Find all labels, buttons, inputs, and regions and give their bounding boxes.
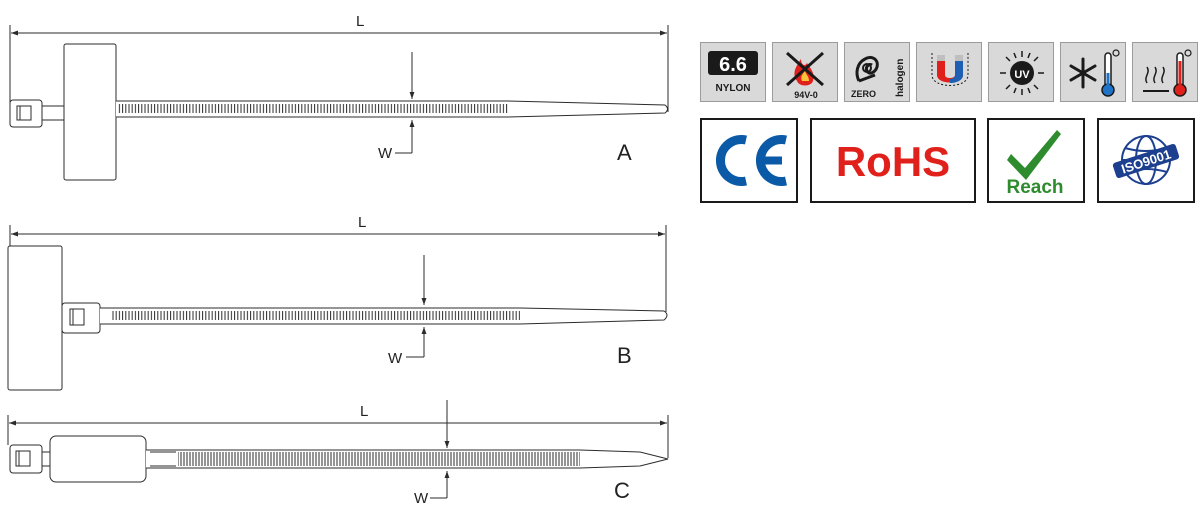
variant-label-c: C [614,478,630,503]
variant-label-b: B [617,343,632,368]
cable-tie-diagram: L W A L W B L W C [7,13,669,507]
variant-label-a: A [617,140,632,165]
reach-text: Reach [1006,177,1063,198]
magnet-icon [931,53,969,86]
width-label-b: W [388,350,403,367]
reach-certification-badge: Reach [987,118,1085,203]
iso9001-icon: ISO9001 [1112,135,1180,185]
uv-resistant-badge: UV [988,42,1054,102]
variant-a-drawing [9,25,669,181]
width-label-a: W [378,145,393,162]
flame-rating-badge: 94V-0 [772,42,838,102]
tie-teeth-a [118,104,508,113]
halogen-text: halogen [895,59,906,97]
rohs-text: RoHS [836,138,950,185]
marker-flag-b [7,245,63,391]
zero-halogen-icon: ZERO halogen [851,55,906,99]
heat-resistant-badge [1132,42,1198,102]
nylon-icon: 6.6 NYLON [708,51,758,94]
length-label-c: L [360,403,368,420]
flame-rating-text: 94V-0 [794,90,818,100]
width-label-c: W [414,490,429,507]
ce-mark-icon [715,135,787,186]
heat-temperature-icon [1143,49,1192,97]
tie-teeth-b [112,311,520,320]
cold-temperature-icon [1069,49,1120,97]
variant-b-drawing [7,225,668,391]
flame-retardant-icon: 94V-0 [786,51,824,100]
variant-c-drawing [7,400,669,499]
zero-text: ZERO [851,89,876,99]
marker-flag-c [49,435,147,483]
zero-halogen-badge: ZERO halogen [844,42,910,102]
reach-icon: Reach [1006,130,1064,198]
nylon-material-text: NYLON [716,83,751,94]
nylon-grade-text: 6.6 [719,54,747,76]
rohs-icon: RoHS [836,138,950,185]
uv-text: UV [1014,69,1030,81]
nylon-badge: 6.6 NYLON [700,42,766,102]
uv-icon: UV [1000,51,1044,95]
ce-certification-badge [700,118,798,203]
cold-resistant-badge [1060,42,1126,102]
length-label-a: L [356,13,364,30]
magnetic-badge [916,42,982,102]
length-label-b: L [358,214,366,231]
marker-flag-a [63,43,117,181]
rohs-certification-badge: RoHS [810,118,976,203]
iso9001-certification-badge: ISO9001 [1097,118,1195,203]
tie-teeth-c [178,452,580,466]
